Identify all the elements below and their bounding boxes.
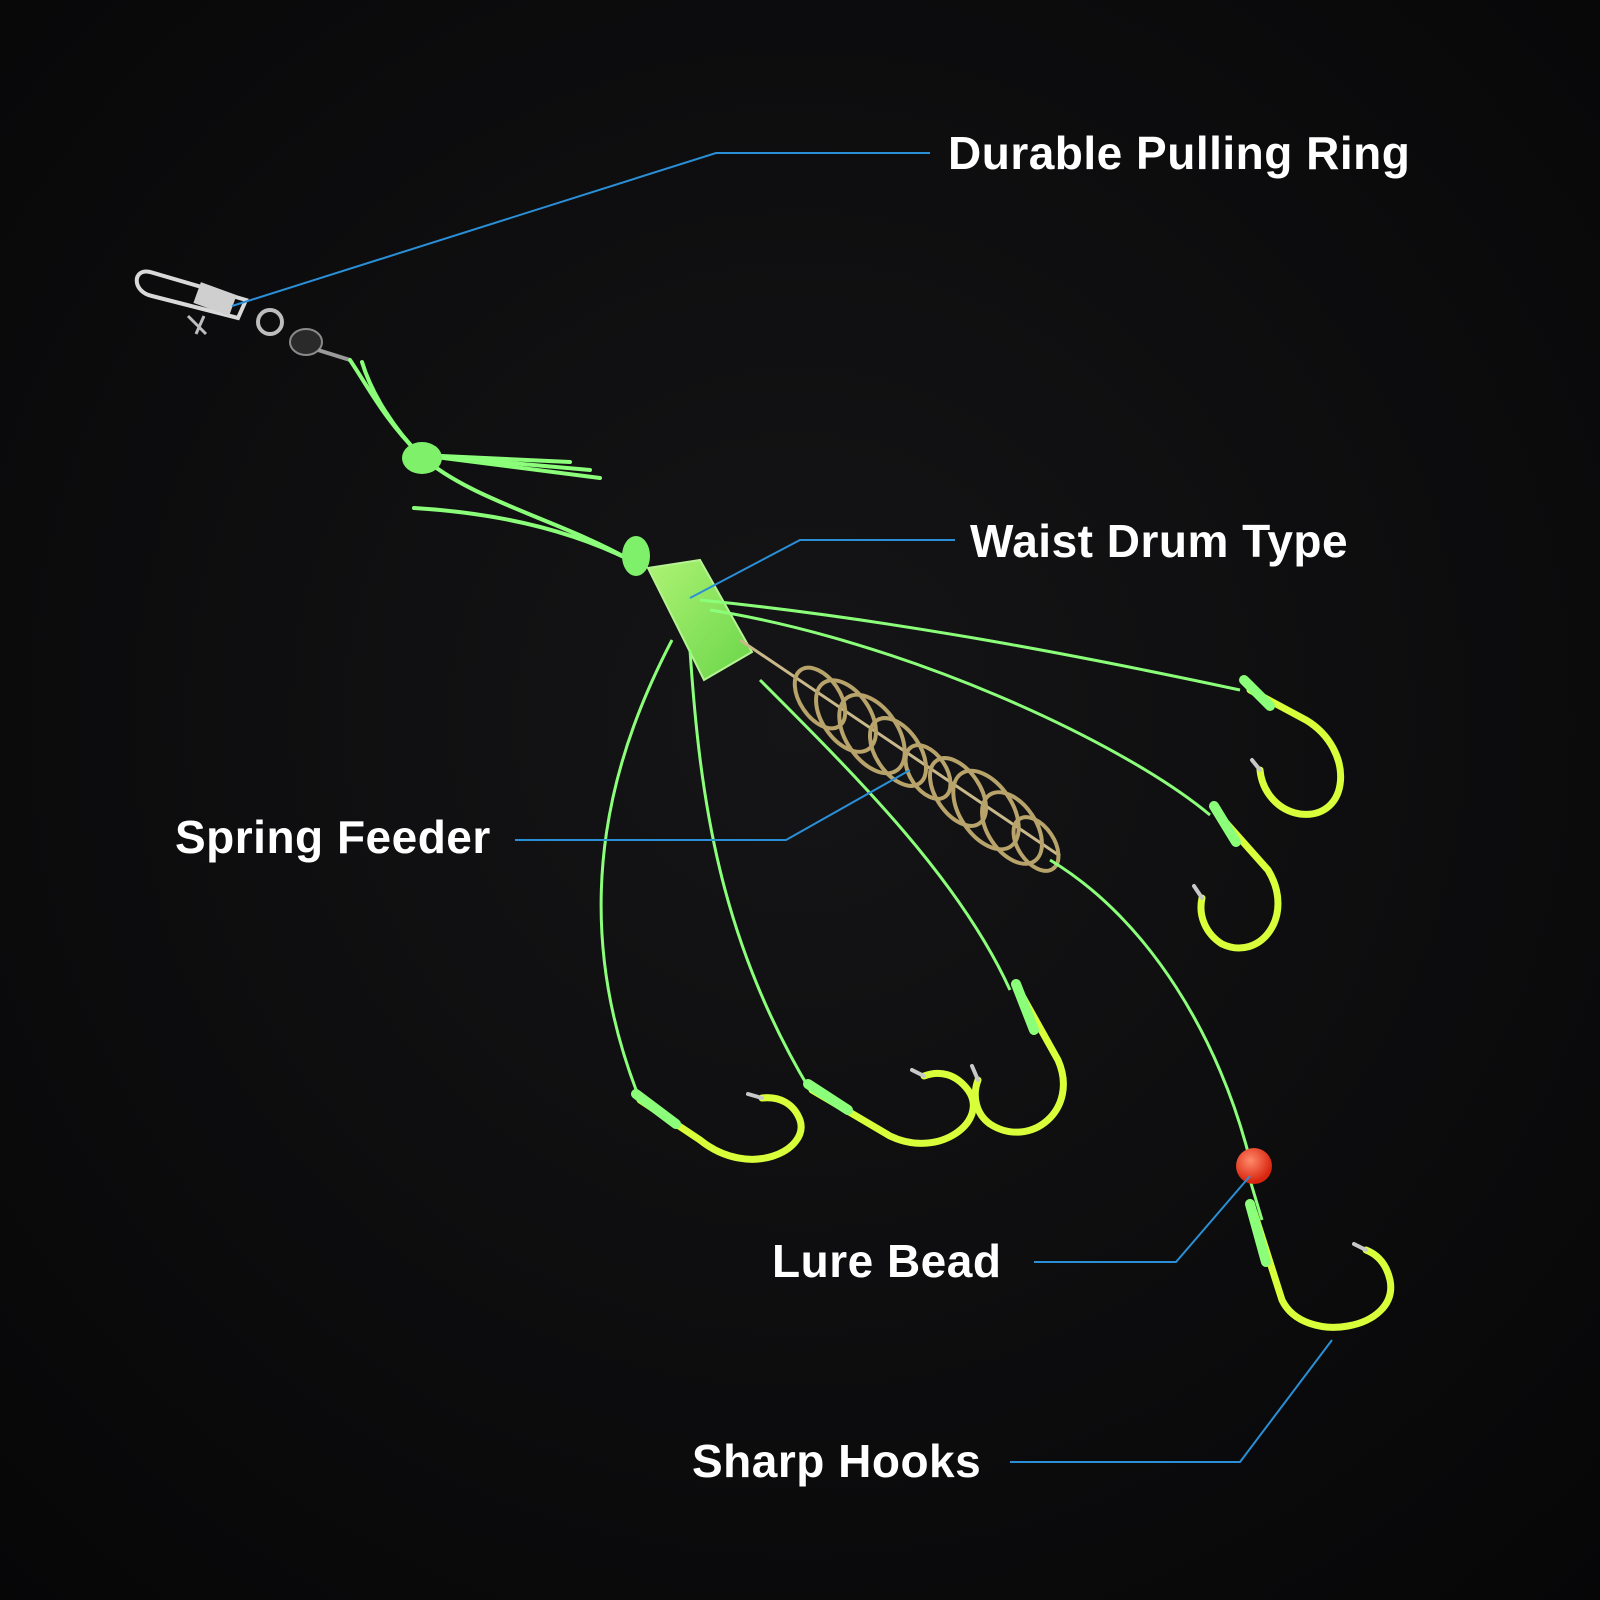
callout-pulling-ring: Durable Pulling Ring [948,127,1411,179]
lure-bead [1236,1148,1272,1184]
callout-waist-drum: Waist Drum Type [970,515,1349,567]
hook-6 [1245,1199,1395,1331]
hook-4 [803,1068,977,1147]
spring-feeder-icon [739,638,1061,873]
callout-spring-feeder: Spring Feeder [175,811,491,863]
line-knot [402,442,650,576]
leader-pulling-ring [231,152,930,307]
leader-waist-drum [689,539,955,599]
callout-sharp-hooks: Sharp Hooks [692,1435,982,1487]
leader-sharp-hooks [1010,1339,1333,1463]
callout-lure-bead: Lure Bead [772,1235,1002,1287]
leader-lines [231,152,1333,1463]
branch-lines [599,598,1264,1221]
hook-5 [631,1089,805,1163]
hook-2 [1192,801,1282,952]
hook-1 [1239,675,1344,818]
fish-hook-icon [631,675,1395,1331]
leader-spring-feeder [515,769,911,841]
waist-drum-icon [646,558,754,682]
leader-lure-bead [1034,1175,1251,1263]
snap-swivel-icon [134,269,351,362]
